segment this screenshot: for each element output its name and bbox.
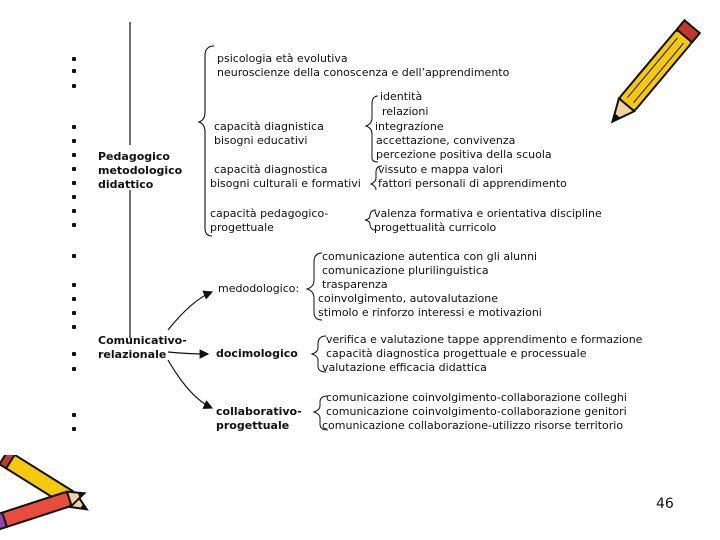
diagnostica-cult-2: bisogni culturali e formativi: [210, 177, 361, 191]
arrow-collaborativo: [168, 360, 212, 408]
identita-3: integrazione: [375, 120, 444, 134]
progettuale-2: progettuale: [210, 221, 274, 235]
diagnistica-1: capacità diagnistica: [214, 120, 324, 134]
identita-4: accettazione, convivenza: [376, 134, 515, 148]
metodologico-item-4: coinvolgimento, autovalutazione: [318, 292, 498, 306]
comunicativo-label-2: relazionale: [98, 348, 166, 362]
docimologico-label: docimologico: [216, 347, 298, 361]
progettuale-1: capacità pedagogico-: [210, 207, 328, 221]
pencil-icon: [600, 0, 720, 130]
valenza-2: progettualità curricolo: [374, 221, 496, 235]
docimologico-item-1: verifica e valutazione tappe apprendimen…: [326, 333, 642, 347]
vissuto-1: vissuto e mappa valori: [378, 163, 503, 177]
pedagogico-label-3: didattico: [98, 178, 153, 192]
metodologico-item-5: stimolo e rinforzo interessi e motivazio…: [318, 306, 542, 320]
diagnostica-cult-1: capacità diagnostica: [214, 163, 328, 177]
pedagogico-label-1: Pedagogico: [98, 150, 170, 164]
metodologico-label: medodologico:: [218, 282, 299, 296]
collaborativo-item-1: comunicazione coinvolgimento-collaborazi…: [326, 391, 627, 405]
collaborativo-label-2: progettuale: [216, 419, 289, 433]
valenza-1: valenza formativa e orientativa discipli…: [374, 207, 602, 221]
vissuto-2: fattori personali di apprendimento: [378, 177, 567, 191]
identita-2: relazioni: [382, 105, 428, 119]
collaborativo-label-1: collaborativo-: [216, 405, 302, 419]
block1-line2: neuroscienze della conoscenza e dell’app…: [217, 66, 509, 80]
identita-5: percezione positiva della scuola: [376, 148, 552, 162]
pedagogico-label-2: metodologico: [98, 164, 182, 178]
diagnistica-2: bisogni educativi: [214, 134, 307, 148]
metodologico-item-1: comunicazione autentica con gli alunni: [322, 250, 537, 264]
collaborativo-item-2: comunicazione coinvolgimento-collaborazi…: [326, 405, 627, 419]
arrow-docimologico: [168, 352, 208, 354]
docimologico-item-2: capacità diagnostica progettuale e proce…: [326, 347, 587, 361]
block1-line1: psicologia età evolutiva: [217, 52, 348, 66]
docimologico-item-3: valutazione efficacia didattica: [322, 361, 487, 375]
identita-1: identità: [380, 90, 422, 104]
page-number: 46: [656, 496, 674, 512]
metodologico-item-3: trasparenza: [322, 278, 388, 292]
pencils-icon: [0, 455, 95, 540]
metodologico-item-2: comunicazione plurilinguistica: [322, 264, 489, 278]
collaborativo-item-3: comunicazione collaborazione-utilizzo ri…: [322, 419, 623, 433]
arrow-metodologico: [168, 292, 212, 330]
comunicativo-label-1: Comunicativo-: [98, 334, 187, 348]
